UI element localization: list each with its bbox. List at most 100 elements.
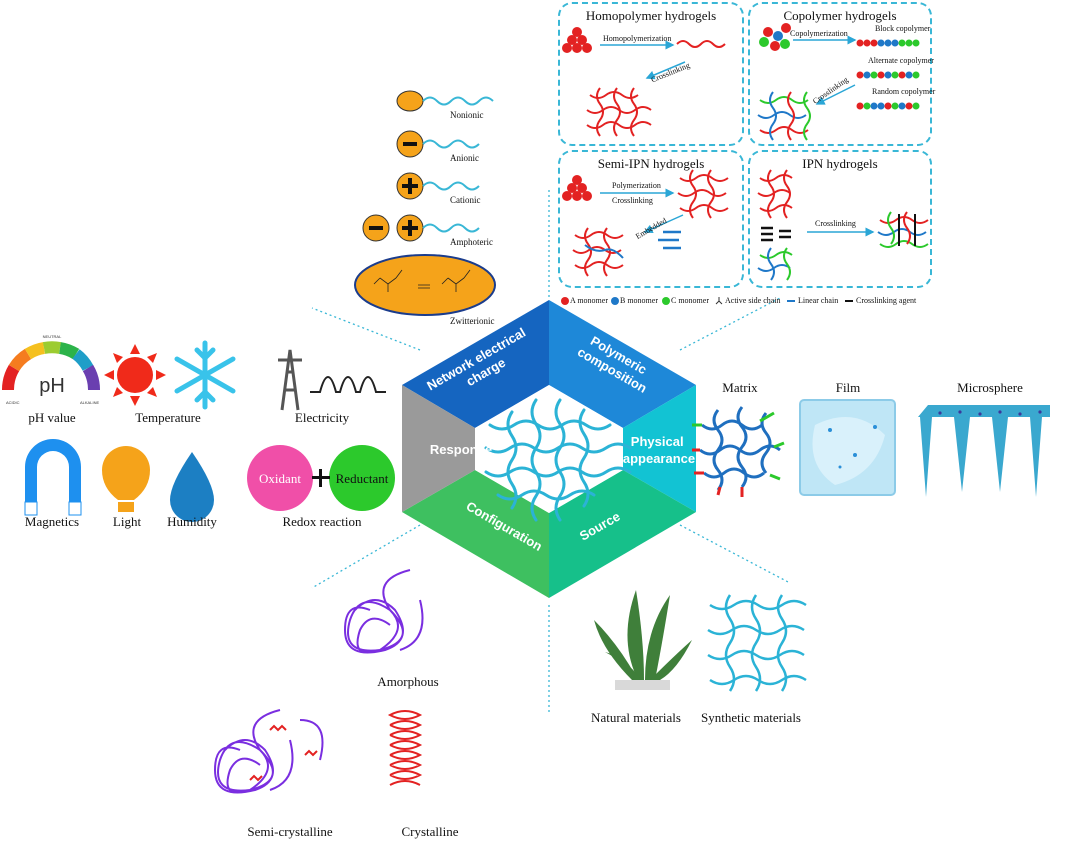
ph-text: pH bbox=[39, 375, 65, 397]
label-nonionic: Nonionic bbox=[450, 110, 484, 120]
light-bulb-icon bbox=[102, 446, 150, 500]
humidity-drop-icon bbox=[170, 452, 214, 522]
ipn-network-a-icon bbox=[757, 169, 793, 219]
magnet-icon bbox=[25, 439, 81, 515]
crosslinking-arrow-co bbox=[815, 84, 856, 105]
appearance-icons bbox=[692, 399, 1050, 497]
ac-wave-icon bbox=[310, 376, 386, 393]
abc-monomer-cluster-icon bbox=[759, 23, 791, 51]
label-physical-appearance: Physical appearance bbox=[623, 434, 695, 466]
microsphere-dots-icon bbox=[938, 410, 1042, 416]
label-synthetic-materials: Synthetic materials bbox=[700, 710, 802, 725]
legend-b-monomer: B monomer bbox=[620, 296, 658, 305]
label-response-line-1: Response bbox=[430, 442, 492, 457]
inner-network-icon bbox=[484, 398, 632, 522]
title-semi-ipn: Semi-IPN hydrogels bbox=[597, 156, 705, 171]
reductant-circle-icon bbox=[329, 445, 395, 511]
bulb-base-icon bbox=[118, 502, 134, 512]
label-amphoteric: Amphoteric bbox=[450, 237, 493, 247]
label-crosslinking-ipn: Crosslinking bbox=[815, 219, 856, 228]
nonionic-head-icon bbox=[396, 90, 424, 112]
label-physical-line-2: appearance bbox=[623, 451, 695, 466]
sector-configuration bbox=[402, 470, 549, 598]
panel-semi-ipn: Semi-IPN hydrogels bbox=[558, 150, 744, 288]
label-anionic: Anionic bbox=[450, 153, 479, 163]
legend-a-monomer-dot bbox=[561, 297, 569, 305]
plant-pot-icon bbox=[615, 680, 670, 690]
microsphere-icon bbox=[918, 405, 1050, 497]
plus-bar-v-icon bbox=[408, 220, 412, 236]
legend-a-monomer: A monomer bbox=[570, 296, 608, 305]
copolymer-network-icon bbox=[757, 91, 811, 141]
sun-icon bbox=[104, 344, 166, 406]
label-response: Response bbox=[430, 442, 492, 457]
label-natural-materials: Natural materials bbox=[591, 710, 681, 725]
label-zwitterionic: Zwitterionic bbox=[450, 316, 495, 326]
cationic-tail-icon bbox=[422, 181, 480, 191]
label-crosslinking-semi: Crosslinking bbox=[612, 196, 653, 205]
oxidant-circle-icon bbox=[247, 445, 313, 511]
reductant-text: Reductant bbox=[336, 471, 389, 486]
semi-crystalline-region-icon bbox=[249, 724, 318, 782]
legend-active-side-chain: Active side chain bbox=[725, 296, 781, 305]
label-copolymerization: Copolymerization bbox=[790, 29, 848, 38]
legend-crosslinking-agent: Crosslinking agent bbox=[856, 296, 917, 305]
sector-response bbox=[402, 385, 475, 512]
crystalline-chain-icon bbox=[387, 710, 423, 786]
aloe-plant-icon bbox=[594, 590, 692, 682]
label-physical-line-1: Physical bbox=[631, 434, 684, 449]
oxidant-text: Oxidant bbox=[259, 471, 301, 486]
plus-v-icon bbox=[319, 469, 322, 487]
ph-gauge-icon bbox=[2, 341, 100, 391]
film-sheen-icon bbox=[812, 417, 885, 485]
panel-copolymer: Copolymer hydrogels bbox=[748, 2, 932, 146]
title-homopolymer: Homopolymer hydrogels bbox=[585, 8, 717, 23]
label-humidity: Humidity bbox=[167, 514, 217, 529]
label-polymerization: Polymerization bbox=[612, 181, 661, 190]
legend-side-chain-icon bbox=[715, 297, 723, 305]
homopolymer-chain-icon bbox=[676, 40, 726, 48]
amphoteric-tail-icon bbox=[422, 223, 480, 233]
alternate-copolymer-chain-icon bbox=[856, 71, 920, 79]
amorphous-chain-icon bbox=[343, 569, 424, 654]
nonionic-tail-icon bbox=[422, 96, 494, 106]
plus-sign-v-icon bbox=[408, 178, 412, 194]
film-dots-icon bbox=[828, 425, 877, 469]
semi-monomer-cluster-icon bbox=[562, 175, 592, 201]
label-temperature: Temperature bbox=[135, 410, 201, 425]
crosslinking-arrow-homo bbox=[645, 61, 686, 80]
label-cationic: Cationic bbox=[450, 195, 481, 205]
legend-linear-chain: Linear chain bbox=[798, 296, 839, 305]
label-electricity: Electricity bbox=[294, 410, 350, 425]
title-copolymer: Copolymer hydrogels bbox=[783, 8, 897, 23]
semi-ipn-network-icon bbox=[572, 227, 624, 277]
label-redox-reaction: Redox reaction bbox=[282, 514, 362, 529]
semi-network-icon bbox=[677, 169, 729, 219]
block-copolymer-chain-icon bbox=[856, 39, 920, 47]
minus-sign-icon bbox=[403, 142, 417, 146]
label-crystalline: Crystalline bbox=[401, 824, 459, 839]
panel-ipn: IPN hydrogels bbox=[748, 150, 932, 288]
label-light: Light bbox=[112, 514, 142, 529]
label-random-copolymer: Random copolymer bbox=[872, 87, 936, 96]
magnet-pole-right-icon bbox=[68, 501, 82, 516]
label-semi-crystalline: Semi-crystalline bbox=[247, 824, 333, 839]
homopolymer-network-icon bbox=[586, 87, 652, 137]
legend-b-monomer-dot bbox=[611, 297, 619, 305]
legend-c-monomer-dot bbox=[662, 297, 670, 305]
panel-homopolymer: Homopolymer hydrogels bbox=[558, 2, 744, 146]
linear-chain-icon bbox=[658, 230, 681, 250]
label-magnetics: Magnetics bbox=[24, 514, 80, 529]
configuration-icons bbox=[213, 569, 424, 794]
minus-bar-icon bbox=[369, 226, 383, 230]
magnet-pole-left-icon bbox=[24, 501, 38, 516]
ipn-network-b-icon bbox=[757, 247, 793, 281]
ph-acidic: ACIDIC bbox=[6, 400, 20, 405]
embedded-arrow bbox=[643, 214, 684, 234]
source-icons bbox=[594, 590, 807, 692]
snowflake-icon bbox=[174, 340, 236, 410]
label-matrix: Matrix bbox=[722, 380, 758, 395]
semi-crystalline-chain-icon bbox=[213, 709, 324, 794]
